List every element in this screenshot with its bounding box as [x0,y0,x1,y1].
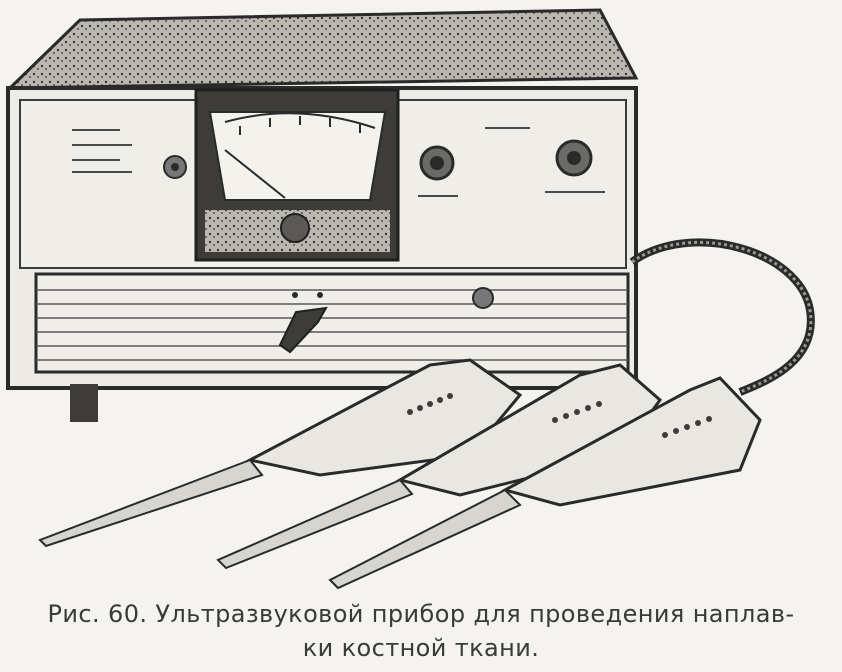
cabinet-top [6,8,639,90]
probe-cable [629,238,815,396]
caption-line-2: ки костной ткани. [302,634,540,662]
lower-panel [34,272,630,374]
device-illustration [6,8,815,590]
caption-line-1: Рис. 60. Ультразвуковой прибор для прове… [47,600,795,628]
ultrasonic-probe-2 [216,363,663,570]
lower-knob-icon [472,287,494,309]
microammeter-gauge [194,88,400,262]
figure-caption: Рис. 60. Ультразвуковой прибор для прове… [0,597,842,672]
middle-knob-icon [418,145,458,197]
ultrasonic-probe-3 [328,376,762,590]
front-panel-label [72,129,132,173]
right-knob-icon [485,127,605,193]
mode-switch-icon [278,292,328,354]
left-knob-icon [163,155,187,179]
ultrasonic-probe-1 [38,358,523,548]
